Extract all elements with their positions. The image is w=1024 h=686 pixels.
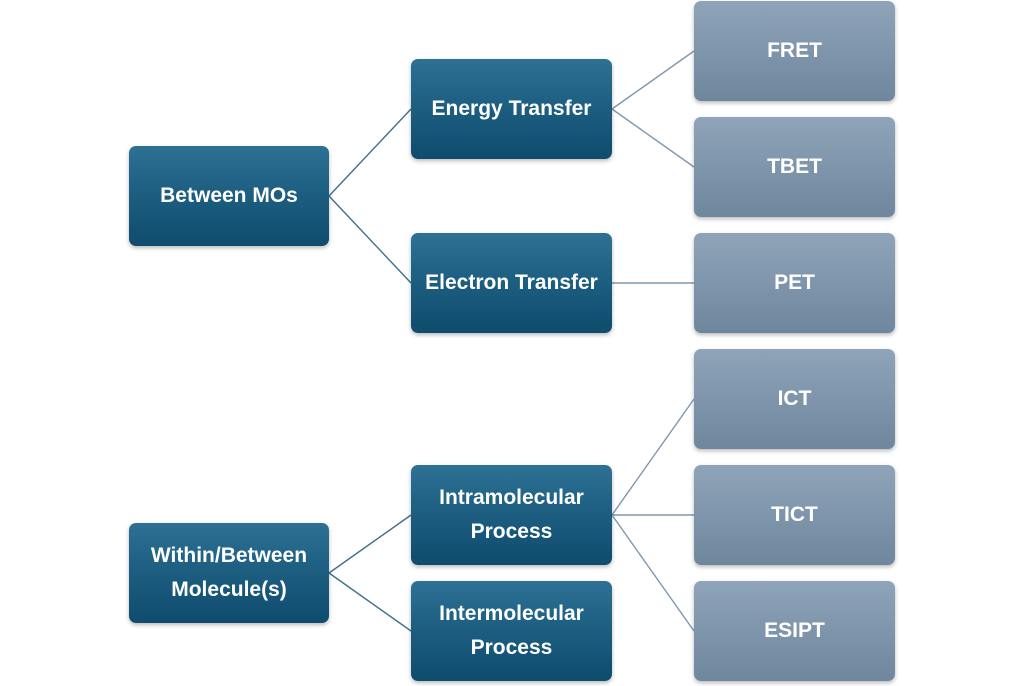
node-intramolecular-process-label: Intramolecular Process	[439, 486, 584, 543]
connector-between-mos-energy-transfer	[328, 108, 412, 197]
connector-within-intramolecular	[328, 514, 412, 574]
connector-energy-transfer-tbet	[611, 108, 695, 168]
node-within-between-molecules: Within/Between Molecule(s)	[129, 523, 329, 623]
node-tict: TICT	[694, 465, 895, 565]
node-fret-label: FRET	[767, 39, 822, 62]
node-esipt: ESIPT	[694, 581, 895, 681]
node-electron-transfer: Electron Transfer	[411, 233, 612, 333]
node-pet: PET	[694, 233, 895, 333]
connector-energy-transfer-fret	[611, 50, 695, 110]
node-between-mos: Between MOs	[129, 146, 329, 246]
node-ict: ICT	[694, 349, 895, 449]
node-energy-transfer: Energy Transfer	[411, 59, 612, 159]
connector-between-mos-electron-transfer	[328, 195, 412, 284]
node-tbet-label: TBET	[767, 155, 822, 178]
node-between-mos-label: Between MOs	[160, 184, 298, 207]
node-fret: FRET	[694, 1, 895, 101]
node-intramolecular-process: Intramolecular Process	[411, 465, 612, 565]
node-ict-label: ICT	[777, 387, 812, 410]
node-energy-transfer-label: Energy Transfer	[431, 97, 592, 120]
connector-within-intermolecular	[328, 572, 412, 632]
node-intermolecular-process: Intermolecular Process	[411, 581, 612, 681]
connector-intramolecular-ict	[611, 398, 695, 516]
node-electron-transfer-label: Electron Transfer	[425, 271, 598, 294]
node-pet-label: PET	[774, 271, 815, 294]
node-esipt-label: ESIPT	[764, 619, 825, 642]
node-tbet: TBET	[694, 117, 895, 217]
node-within-between-molecules-label: Within/Between Molecule(s)	[150, 544, 308, 601]
node-intermolecular-process-label: Intermolecular Process	[439, 602, 584, 659]
connector-intramolecular-esipt	[611, 514, 695, 632]
node-tict-label: TICT	[771, 503, 818, 526]
